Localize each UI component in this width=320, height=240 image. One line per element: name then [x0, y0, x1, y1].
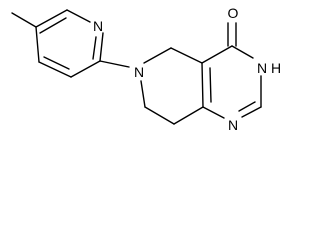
bond-c4a-c8a	[201, 62, 204, 108]
bond-py-c3-c4	[38, 61, 72, 78]
bond-n6-c5	[143, 47, 172, 64]
bond-py-c3-c4-inner	[43, 56, 70, 70]
bond-py-c5-c6	[35, 9, 68, 28]
bond-py-c4-c5	[35, 26, 40, 63]
bond-c4a-c8a-inner	[209, 67, 212, 103]
bond-c8-c8a	[173, 106, 204, 125]
bond-py-n1-c2	[99, 32, 104, 62]
bond-py-c6-n1	[66, 9, 91, 23]
bond-py-n1-c2-inner	[92, 36, 97, 60]
bond-c4a-c4	[201, 45, 233, 64]
bond-n6-c7	[140, 80, 146, 108]
atom-pyridine-nitrogen-label: N	[93, 18, 103, 34]
bond-py-c5-c6-inner	[39, 17, 67, 34]
bond-methyl	[11, 12, 37, 28]
bond-c5-c4a	[170, 47, 203, 64]
bond-c4-n3	[231, 45, 254, 59]
atom-oxygen-label: O	[228, 5, 239, 21]
bond-py-c2-c3	[70, 60, 101, 78]
chemical-structure: O N N N H N	[11, 5, 281, 133]
bond-c2-n1	[241, 106, 262, 118]
atom-pyrimidine-nitrogen-label: N	[228, 117, 238, 133]
atom-piperidine-nitrogen-label: N	[134, 64, 144, 80]
atom-amide-hydrogen-label: H	[271, 60, 281, 76]
atom-amide-nitrogen-label: N	[257, 60, 267, 76]
bond-link	[99, 60, 130, 68]
bond-c2-n1-inner	[238, 101, 256, 112]
bond-c7-c8	[144, 106, 175, 125]
bond-n1-c8a	[202, 106, 225, 119]
